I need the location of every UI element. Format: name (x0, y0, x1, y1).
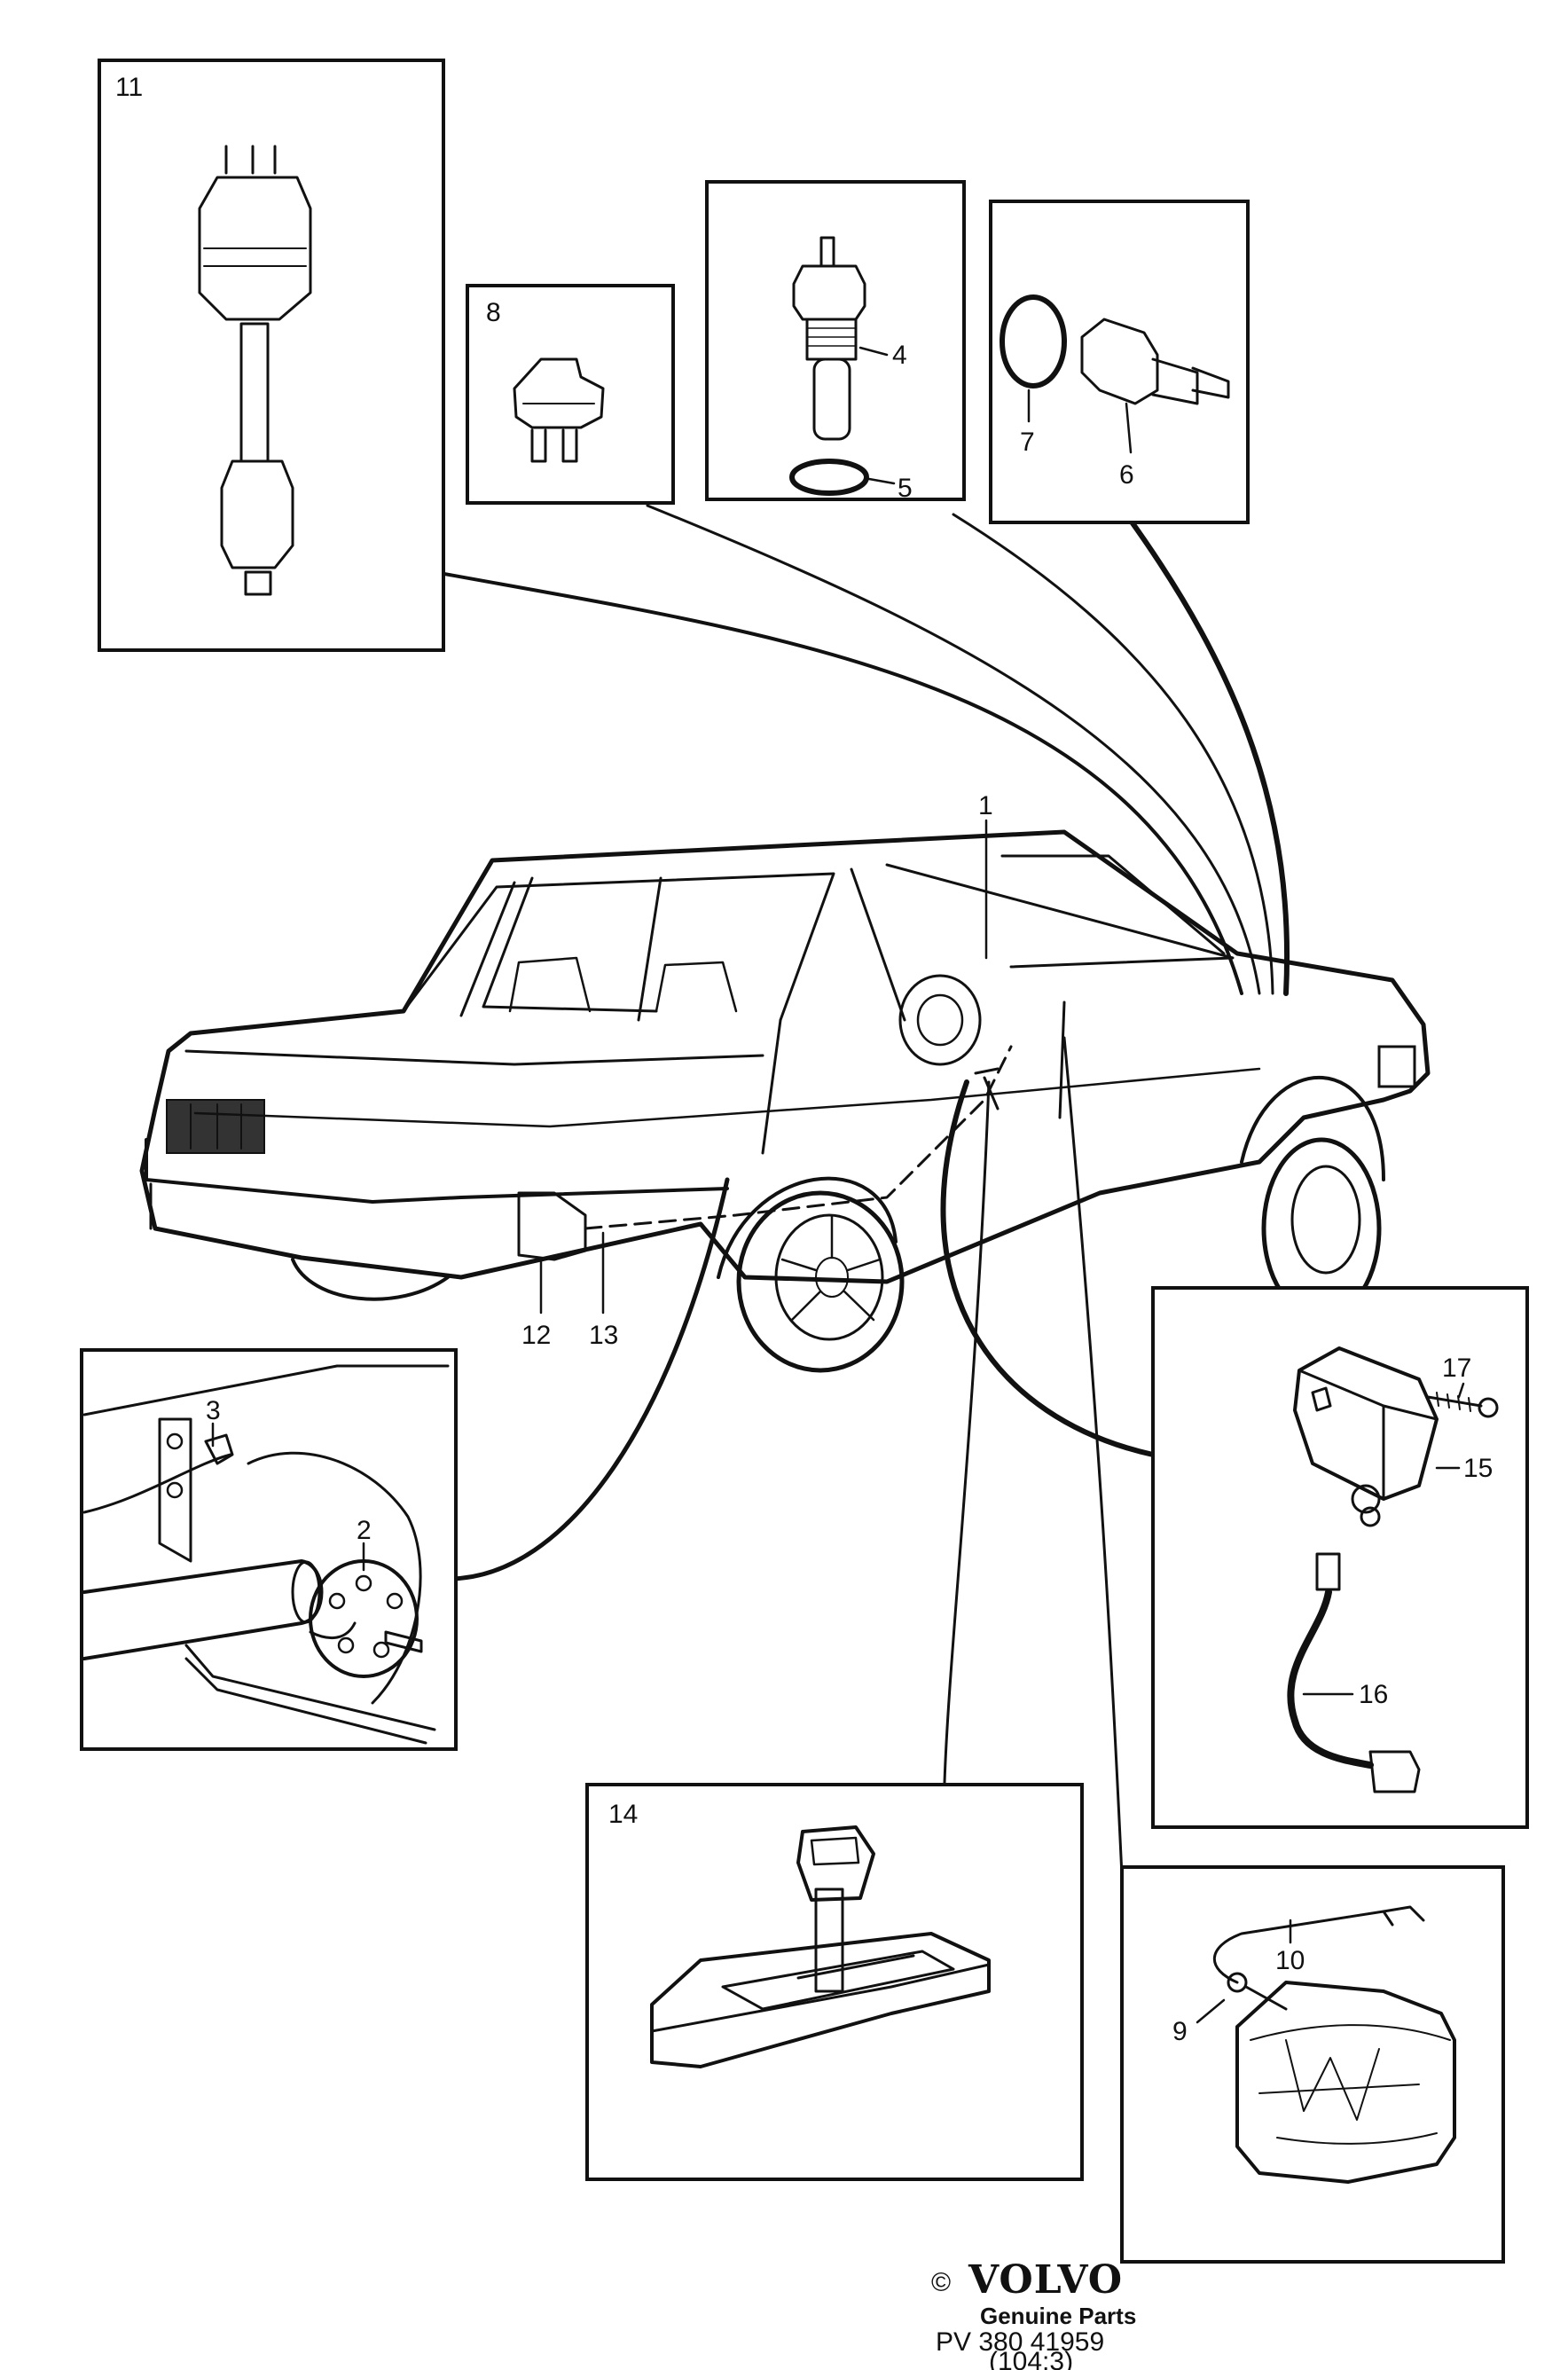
callout-6: 6 (1119, 460, 1134, 490)
panel-part-14 (585, 1783, 1084, 2181)
callout-2: 2 (357, 1516, 372, 1545)
callout-3: 3 (206, 1396, 221, 1425)
callout-14: 14 (608, 1800, 638, 1829)
footer-ref: PV 380 41959 (936, 2327, 1104, 2357)
callout-17: 17 (1442, 1354, 1471, 1383)
panel-part-2-3 (80, 1348, 458, 1751)
car-illustration (139, 819, 1431, 1373)
panel-part-6-7 (989, 200, 1250, 524)
leader-lines (433, 504, 1290, 1878)
panel-part-15-16-17 (1151, 1286, 1529, 1829)
callout-7: 7 (1020, 428, 1035, 457)
callout-15: 15 (1463, 1454, 1493, 1483)
callout-5: 5 (898, 474, 913, 503)
callout-8: 8 (486, 298, 501, 327)
callout-10: 10 (1275, 1946, 1305, 1975)
panel-part-8 (466, 284, 675, 505)
callout-16: 16 (1359, 1680, 1388, 1709)
copyright-symbol: © (931, 2268, 951, 2297)
callout-9: 9 (1172, 2017, 1188, 2046)
footer-page: (104:3) (989, 2347, 1073, 2370)
callout-12: 12 (521, 1321, 551, 1350)
panel-part-11 (98, 59, 445, 652)
callout-13: 13 (589, 1321, 618, 1350)
callout-11: 11 (115, 73, 143, 102)
footer-subtitle: Genuine Parts (980, 2303, 1136, 2329)
panel-part-9-10 (1120, 1865, 1505, 2264)
callout-1: 1 (978, 791, 993, 820)
brand-logo: VOLVO (968, 2257, 1123, 2303)
footer: © VOLVO Genuine Parts PV 380 41959 (104:… (931, 2257, 1136, 2370)
callout-4: 4 (892, 341, 907, 370)
panel-part-4-5 (705, 180, 966, 501)
